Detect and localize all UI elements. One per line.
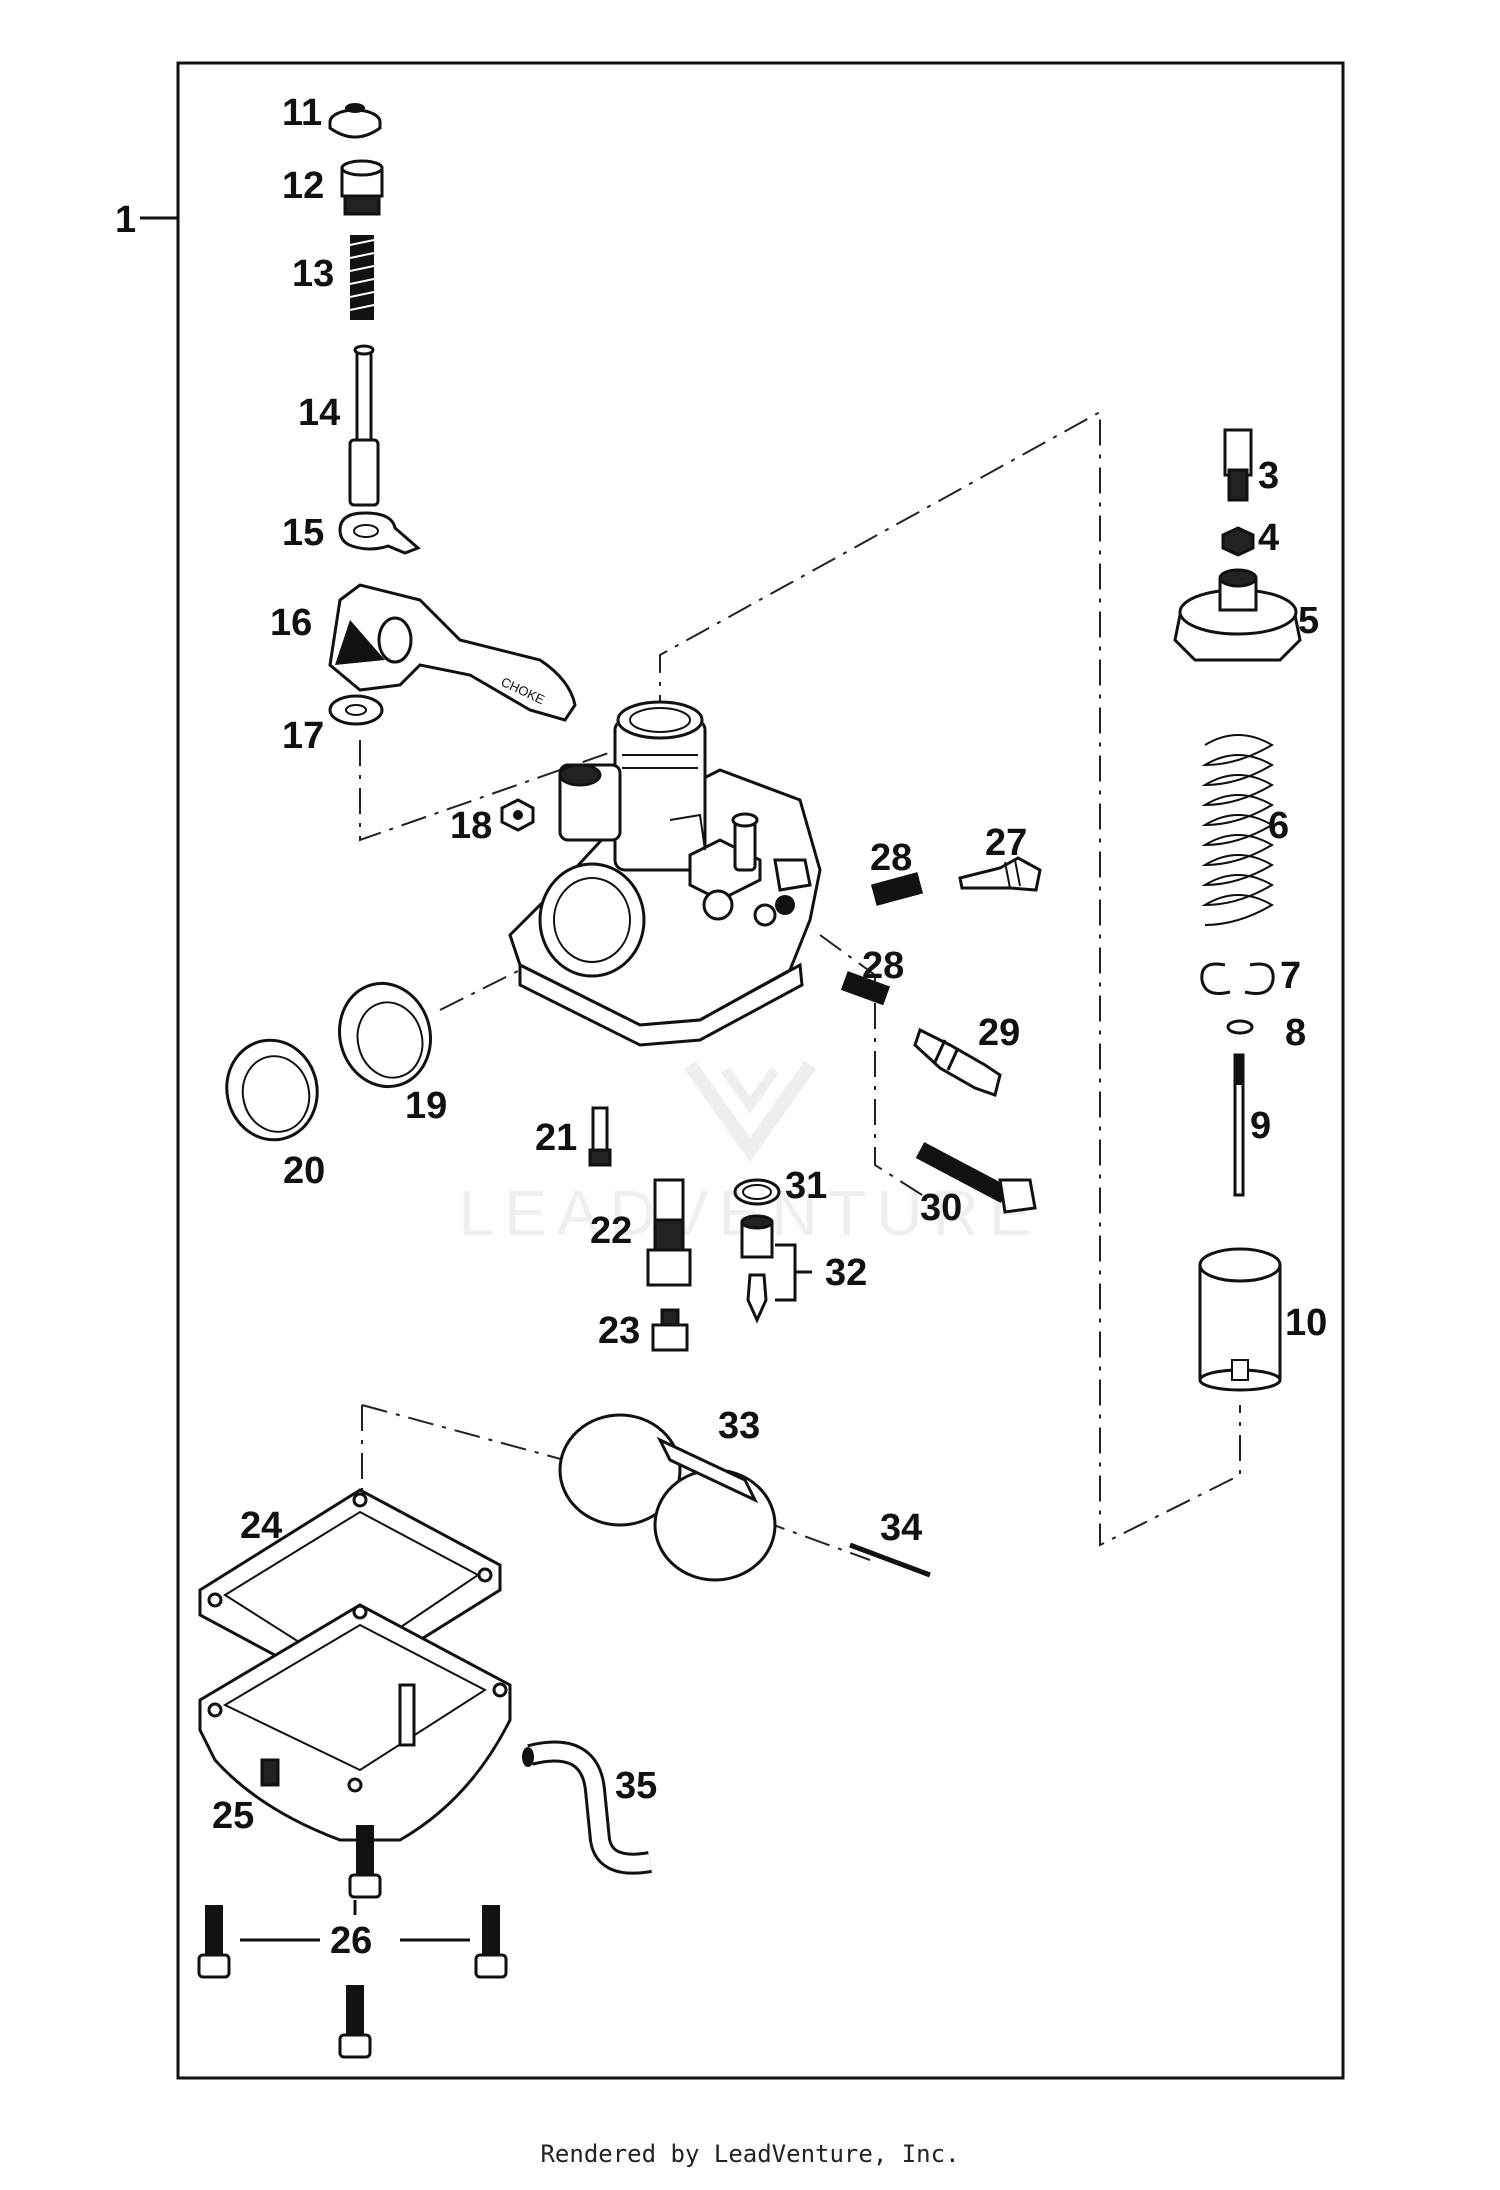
part-34-float-pin bbox=[849, 1542, 931, 1578]
part-17-washer bbox=[328, 694, 384, 726]
part-30-screw bbox=[915, 1142, 1037, 1214]
label-24: 24 bbox=[240, 1505, 282, 1547]
label-13: 13 bbox=[292, 253, 334, 295]
label-9: 9 bbox=[1250, 1105, 1271, 1147]
part-22-needle-jet bbox=[646, 1178, 692, 1287]
label-35: 35 bbox=[615, 1765, 657, 1807]
part-16-choke-lever: CHOKE bbox=[328, 583, 577, 722]
label-15: 15 bbox=[282, 512, 324, 554]
part-4-nut bbox=[1221, 526, 1255, 557]
part-26-screw-bottom bbox=[338, 1985, 372, 2059]
part-27-screw bbox=[958, 856, 1042, 892]
part-15-plate bbox=[338, 511, 421, 555]
label-4: 4 bbox=[1258, 517, 1279, 559]
part-labels: 1 3 4 5 6 7 8 9 10 11 12 13 14 15 16 17 … bbox=[115, 92, 1327, 1962]
label-11: 11 bbox=[282, 92, 322, 134]
connector-lines bbox=[359, 410, 1241, 1561]
label-7: 7 bbox=[1280, 955, 1301, 997]
label-14: 14 bbox=[298, 392, 340, 434]
part-7-clip bbox=[1200, 962, 1275, 995]
part-26-screw-left bbox=[197, 1905, 231, 1979]
part-28-spring-lower bbox=[840, 971, 891, 1006]
part-21-jet bbox=[588, 1106, 612, 1167]
label-19: 19 bbox=[405, 1085, 447, 1127]
label-34: 34 bbox=[880, 1507, 922, 1549]
part-26-screw-top bbox=[348, 1825, 382, 1899]
part-10-throttle-slide bbox=[1198, 1247, 1282, 1392]
part-18-nut bbox=[500, 798, 535, 832]
label-3: 3 bbox=[1258, 455, 1279, 497]
part-35-hose bbox=[522, 1740, 652, 1875]
label-22: 22 bbox=[590, 1210, 632, 1252]
label-20: 20 bbox=[283, 1150, 325, 1192]
part-26-screws bbox=[197, 1825, 508, 2059]
label-21: 21 bbox=[535, 1117, 577, 1159]
label-25: 25 bbox=[212, 1795, 254, 1837]
part-9-jet-needle bbox=[1233, 1053, 1245, 1197]
label-33: 33 bbox=[718, 1405, 760, 1447]
label-31: 31 bbox=[785, 1165, 827, 1207]
label-8: 8 bbox=[1285, 1012, 1306, 1054]
part-5-top-cap bbox=[1173, 568, 1302, 662]
footer-credit: Rendered by LeadVenture, Inc. bbox=[540, 2140, 960, 2168]
label-6: 6 bbox=[1268, 805, 1289, 847]
part-20-clamp bbox=[225, 1038, 319, 1142]
part-14-plunger bbox=[348, 344, 380, 507]
label-5: 5 bbox=[1298, 600, 1319, 642]
label-18: 18 bbox=[450, 805, 492, 847]
part-25-float-bowl bbox=[198, 1603, 512, 1842]
label-16: 16 bbox=[270, 602, 312, 644]
diagram-frame bbox=[176, 61, 1345, 2080]
part-29-screw bbox=[913, 1027, 1002, 1097]
part-11-cap bbox=[328, 103, 382, 139]
part-26-screw-right bbox=[474, 1905, 508, 1979]
part-3-adjuster-bolt bbox=[1223, 428, 1253, 502]
label-28-lower: 28 bbox=[862, 945, 904, 987]
carburetor-body bbox=[508, 700, 822, 1047]
part-28-spring-upper bbox=[870, 872, 924, 906]
label-30: 30 bbox=[920, 1187, 962, 1229]
part-24-gasket bbox=[198, 1488, 502, 1692]
part-13-spring bbox=[349, 235, 375, 320]
part-32-needle-valve bbox=[740, 1214, 812, 1324]
label-1: 1 bbox=[115, 199, 136, 241]
part-23-main-jet bbox=[651, 1308, 689, 1352]
part-6-spring bbox=[1201, 734, 1274, 926]
label-10: 10 bbox=[1285, 1302, 1327, 1344]
label-12: 12 bbox=[282, 165, 324, 207]
part-31-o-ring bbox=[733, 1178, 781, 1206]
label-17: 17 bbox=[282, 715, 324, 757]
part-33-float bbox=[558, 1413, 777, 1582]
label-26: 26 bbox=[330, 1920, 372, 1962]
label-23: 23 bbox=[598, 1310, 640, 1352]
label-28-upper: 28 bbox=[870, 837, 912, 879]
part-8-e-clip bbox=[1226, 1019, 1254, 1035]
label-32: 32 bbox=[825, 1252, 867, 1294]
label-29: 29 bbox=[978, 1012, 1020, 1054]
part-19-ring bbox=[337, 981, 433, 1089]
part-12-adjuster-nut bbox=[340, 159, 384, 216]
label-27: 27 bbox=[985, 822, 1027, 864]
